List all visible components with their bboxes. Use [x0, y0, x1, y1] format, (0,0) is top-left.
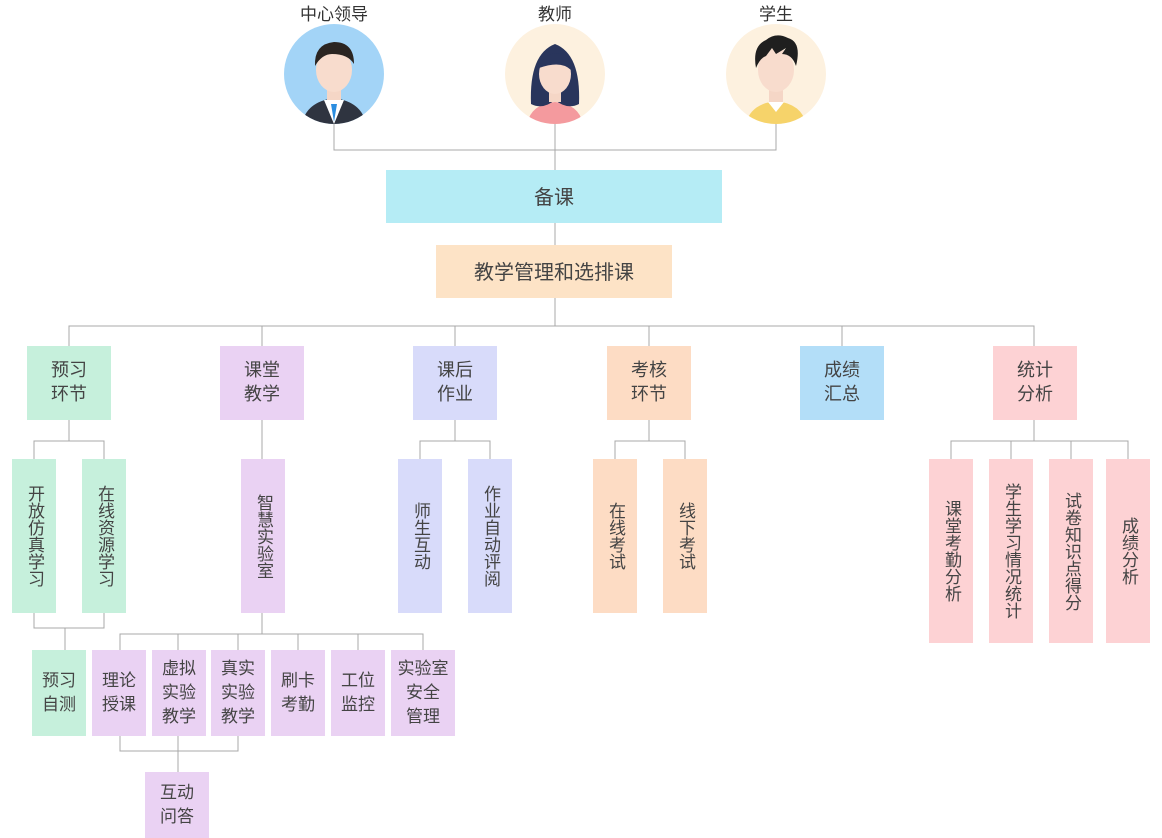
category-scores: 成绩 汇总	[800, 346, 884, 420]
classroom-real-lab: 真实 实验 教学	[211, 650, 265, 736]
classroom-interactive-qa: 互动 问答	[145, 772, 209, 838]
mgmt-box: 教学管理和选排课	[436, 245, 672, 298]
leader-avatar-icon	[284, 24, 384, 124]
category-preview: 预习 环节	[27, 346, 111, 420]
exam-online: 在线考试	[593, 459, 637, 613]
stats-attendance: 课堂考勤分析	[929, 459, 973, 643]
role-leader-label: 中心领导	[300, 5, 368, 25]
teacher-avatar-icon	[505, 24, 605, 124]
category-homework: 课后 作业	[413, 346, 497, 420]
classroom-station-monitor: 工位 监控	[331, 650, 385, 736]
category-classroom: 课堂 教学	[220, 346, 304, 420]
homework-interaction: 师生互动	[398, 459, 442, 613]
role-student-label: 学生	[759, 5, 793, 25]
preview-self-test: 预习 自测	[32, 650, 86, 736]
category-stats: 统计 分析	[993, 346, 1077, 420]
category-exam: 考核 环节	[607, 346, 691, 420]
exam-offline: 线下考试	[663, 459, 707, 613]
stats-score: 成绩分析	[1106, 459, 1150, 643]
preview-simulation: 开放仿真学习	[12, 459, 56, 613]
role-teacher-label: 教师	[538, 5, 572, 25]
homework-auto-grade: 作业自动评阅	[468, 459, 512, 613]
classroom-smart-lab: 智慧实验室	[241, 459, 285, 613]
classroom-theory: 理论 授课	[92, 650, 146, 736]
classroom-lab-safety: 实验室 安全 管理	[391, 650, 455, 736]
stats-knowledge: 试卷知识点得分	[1049, 459, 1093, 643]
prep-box: 备课	[386, 170, 722, 223]
stats-learning: 学生学习情况统计	[989, 459, 1033, 643]
classroom-card-attendance: 刷卡 考勤	[271, 650, 325, 736]
preview-online-resources: 在线资源学习	[82, 459, 126, 613]
classroom-virtual-lab: 虚拟 实验 教学	[152, 650, 206, 736]
student-avatar-icon	[726, 24, 826, 124]
